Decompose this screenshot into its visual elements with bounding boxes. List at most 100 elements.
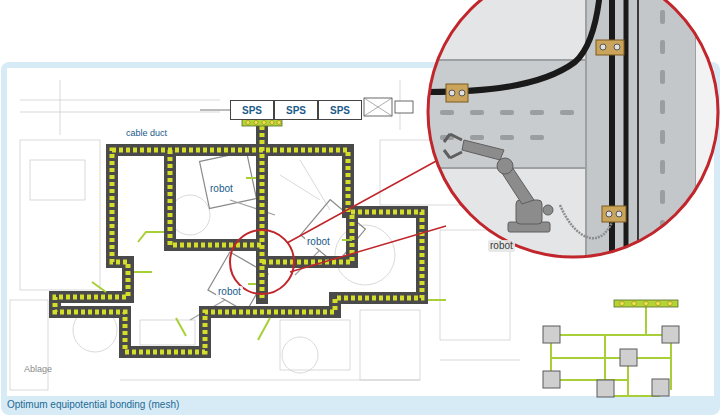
bonding-bar bbox=[614, 300, 678, 307]
label-text: cable duct bbox=[126, 128, 167, 138]
bonding-wire bbox=[176, 318, 186, 336]
terminal bbox=[262, 121, 266, 125]
clamp bbox=[596, 40, 624, 55]
duct-body bbox=[55, 126, 422, 352]
mesh-wire bbox=[551, 379, 628, 381]
slot bbox=[660, 40, 665, 54]
cabinet-line bbox=[200, 110, 230, 111]
mesh-wire bbox=[551, 334, 671, 336]
sps-cabinet: SPS bbox=[274, 100, 318, 120]
slot bbox=[660, 70, 665, 84]
duct-label: cable duct bbox=[124, 128, 169, 138]
terminal bbox=[277, 121, 281, 125]
robot-gripper bbox=[444, 134, 462, 158]
clamp bbox=[446, 84, 468, 102]
terminal bbox=[668, 301, 672, 305]
label-text: robot bbox=[307, 236, 330, 247]
robot-label: robot bbox=[216, 286, 243, 298]
plan-circle bbox=[282, 337, 318, 373]
brass-clamps bbox=[446, 40, 626, 222]
terminal bbox=[656, 301, 660, 305]
duct-bonding-strip bbox=[55, 126, 422, 352]
bonding-wire bbox=[428, 299, 446, 301]
label-text: Ablage bbox=[24, 364, 52, 374]
terminal bbox=[620, 301, 624, 305]
terminal bbox=[254, 121, 258, 125]
mesh-unit bbox=[662, 326, 679, 343]
bonding-wire bbox=[342, 239, 352, 241]
zoom-marker bbox=[230, 230, 294, 294]
bonding-wire bbox=[138, 232, 164, 242]
robot-label: robot bbox=[488, 240, 515, 252]
plan-outline bbox=[140, 320, 195, 345]
plan-outline bbox=[20, 140, 100, 290]
tray-horizontal bbox=[420, 60, 592, 168]
duct-strip bbox=[170, 150, 262, 245]
slot bbox=[440, 110, 454, 115]
terminal bbox=[644, 301, 648, 305]
robot-label: robot bbox=[208, 183, 235, 195]
cables bbox=[425, 0, 638, 270]
plan-outline bbox=[360, 310, 420, 380]
bonding-wire bbox=[92, 282, 106, 292]
cable bbox=[637, 0, 639, 270]
slot bbox=[500, 135, 514, 140]
slot bbox=[470, 110, 484, 115]
slot bbox=[530, 135, 544, 140]
bonding-bar bbox=[242, 119, 282, 126]
duct-segment bbox=[170, 150, 262, 245]
robot-arm-figure bbox=[444, 134, 553, 232]
slot bbox=[660, 10, 665, 24]
sps-extras bbox=[200, 98, 413, 126]
mesh-wire bbox=[645, 307, 647, 335]
bonding-wires bbox=[92, 178, 446, 340]
slot bbox=[660, 190, 665, 204]
robot-square bbox=[200, 152, 257, 209]
label-text: robot bbox=[218, 286, 241, 297]
zoom-lines bbox=[287, 160, 446, 272]
clamp bbox=[602, 206, 626, 222]
screw bbox=[616, 211, 622, 217]
duct-strip bbox=[55, 150, 422, 352]
screw bbox=[600, 44, 606, 50]
sps-cabinet: SPS bbox=[318, 100, 362, 120]
cabinet-label: SPS bbox=[286, 105, 306, 116]
robot-label: robot bbox=[305, 236, 332, 248]
slot bbox=[660, 160, 665, 174]
tray-slots bbox=[440, 10, 665, 234]
robot-joint bbox=[497, 158, 513, 174]
screw bbox=[459, 90, 465, 96]
bonding-wire bbox=[246, 177, 256, 179]
terminal bbox=[270, 121, 274, 125]
tray-vertical bbox=[586, 0, 696, 270]
cabinet-label: SPS bbox=[330, 105, 350, 116]
cable bbox=[425, 0, 602, 92]
robot-joint bbox=[543, 205, 553, 215]
mesh-wire bbox=[551, 357, 671, 359]
slot bbox=[660, 130, 665, 144]
cable-duct bbox=[55, 126, 422, 352]
plan-outline bbox=[30, 160, 85, 200]
bonding-wire bbox=[248, 283, 256, 285]
bonding-wire bbox=[258, 318, 270, 340]
mesh-units bbox=[543, 326, 679, 397]
bar-terminals bbox=[246, 121, 281, 125]
zoom-photo bbox=[420, 0, 721, 270]
robot-body bbox=[516, 200, 542, 224]
label-text: robot bbox=[490, 240, 513, 251]
cabinet-box bbox=[364, 98, 392, 116]
cabinet-label: SPS bbox=[242, 105, 262, 116]
duct-segment bbox=[262, 212, 352, 262]
sps-cabinet: SPS bbox=[230, 100, 274, 120]
label-text: robot bbox=[210, 183, 233, 194]
bonding-wire bbox=[134, 271, 152, 273]
robot-forearm bbox=[462, 140, 504, 160]
duct-segment bbox=[55, 150, 422, 352]
screw bbox=[606, 211, 612, 217]
duct-strip bbox=[262, 212, 352, 262]
terminal bbox=[632, 301, 636, 305]
duct-strip bbox=[260, 126, 265, 298]
